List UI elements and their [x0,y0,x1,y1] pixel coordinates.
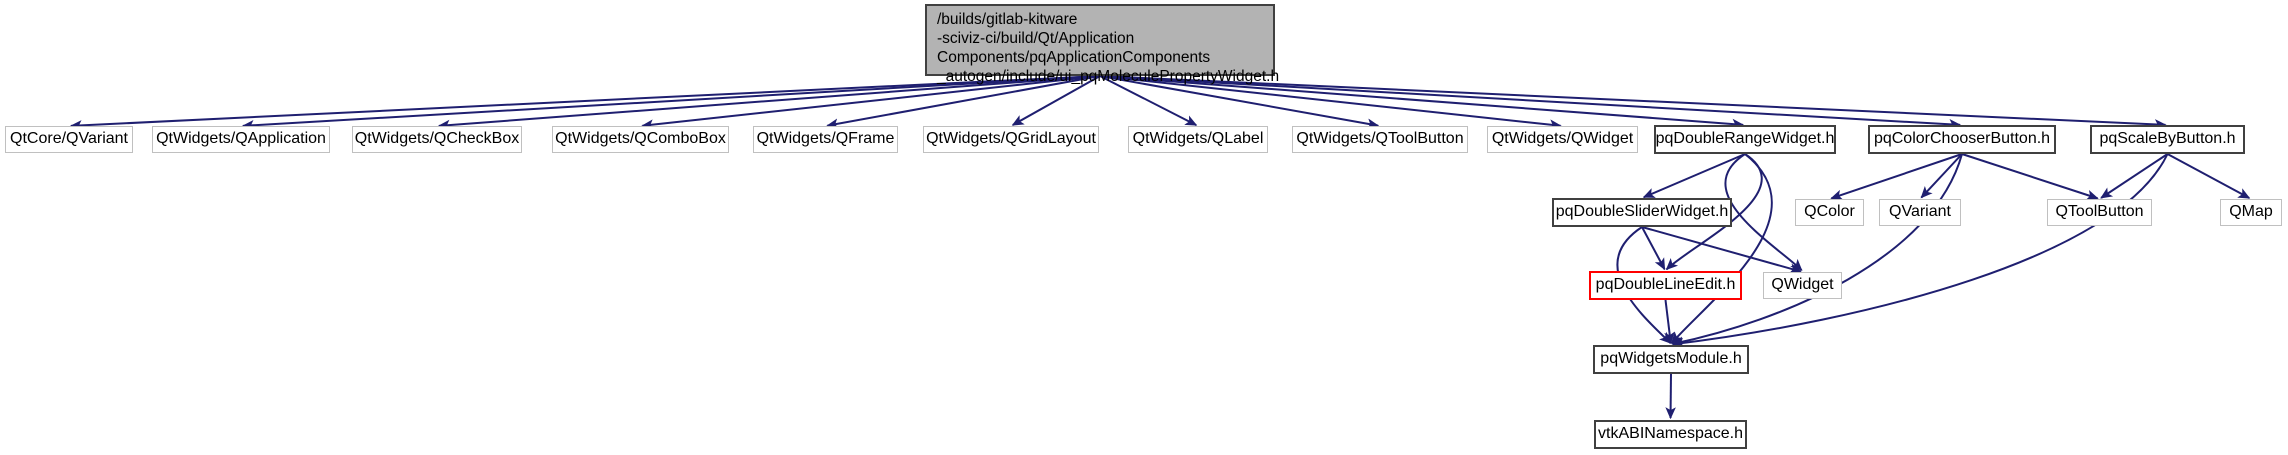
graph-node-pqwidgetsmodule[interactable]: pqWidgetsModule.h [1593,345,1749,374]
graph-edge-pqscalebybutton-to-pqwidgetsmodule [1671,153,2169,349]
graph-node-qapplication[interactable]: QtWidgets/QApplication [152,126,330,153]
graph-node-qcombobox[interactable]: QtWidgets/QComboBox [552,126,729,153]
graph-node-vtkabinamespace[interactable]: vtkABINamespace.h [1594,420,1747,449]
graph-node-pqdoublerangewidget[interactable]: pqDoubleRangeWidget.h [1654,125,1836,154]
graph-edge-pqscalebybutton-to-qtoolbutton [2100,153,2169,199]
graph-root-node[interactable]: /builds/gitlab-kitware -sciviz-ci/build/… [925,4,1279,85]
graph-edge-pqdoublerangewidget-to-pqdoublesliderwidget [1642,153,1746,199]
graph-edge-pqscalebybutton-to-qmap [2167,153,2251,199]
graph-node-pqcolorchooserbutton[interactable]: pqColorChooserButton.h [1868,125,2056,154]
graph-node-qvariant[interactable]: QVariant [1879,199,1961,226]
graph-node-qwidget_w[interactable]: QtWidgets/QWidget [1487,126,1638,153]
graph-node-qlabel[interactable]: QtWidgets/QLabel [1128,126,1268,153]
graph-node-qtoolbutton_w[interactable]: QtWidgets/QToolButton [1292,126,1468,153]
graph-node-qframe[interactable]: QtWidgets/QFrame [753,126,898,153]
graph-edge-pqcolorchooserbutton-to-pqwidgetsmodule [1671,153,1963,347]
graph-edge-pqcolorchooserbutton-to-qcolor [1830,153,1963,200]
graph-edge-pqdoublesliderwidget-to-qwidget [1641,226,1802,274]
graph-node-pqdoublelineedit[interactable]: pqDoubleLineEdit.h [1589,271,1742,300]
graph-edge-pqdoublesliderwidget-to-pqdoublelineedit [1641,226,1666,271]
graph-edge-pqdoublerangewidget-to-pqwidgetsmodule [1670,153,1773,345]
graph-edge-pqdoublerangewidget-to-qwidget [1724,153,1803,272]
graph-node-qcolor[interactable]: QColor [1795,199,1864,226]
graph-node-pqscalebybutton[interactable]: pqScaleByButton.h [2090,125,2245,154]
graph-edge-pqdoublelineedit-to-pqwidgetsmodule [1664,299,1675,345]
graph-node-qmap[interactable]: QMap [2220,199,2282,226]
graph-node-qvariant_core[interactable]: QtCore/QVariant [5,126,133,153]
graph-node-qcheckbox[interactable]: QtWidgets/QCheckBox [352,126,522,153]
graph-edge-pqcolorchooserbutton-to-qtoolbutton [1961,153,2099,201]
graph-node-qwidget[interactable]: QWidget [1763,272,1842,299]
graph-node-qtoolbutton[interactable]: QToolButton [2047,199,2152,226]
graph-edge-pqcolorchooserbutton-to-qvariant [1920,153,1963,199]
graph-node-qgridlayout[interactable]: QtWidgets/QGridLayout [923,126,1099,153]
graph-node-pqdoublesliderwidget[interactable]: pqDoubleSliderWidget.h [1552,198,1732,227]
